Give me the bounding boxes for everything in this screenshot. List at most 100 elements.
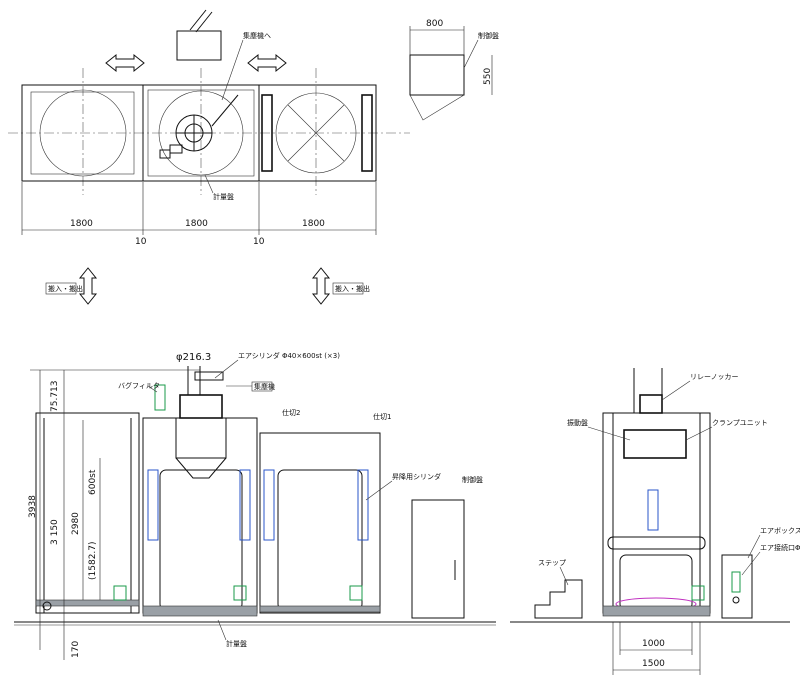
front-view: φ216.3 エアシリンダ Φ40×600st (×3) バグフィルタ 集塵機 …	[14, 351, 496, 660]
side-cylinder	[639, 394, 663, 414]
plan-view: 集塵機へ 計量盤 1800 1800 1800 10 10 800 550 制御…	[8, 9, 499, 305]
plan-collector-leader	[221, 39, 244, 101]
plan-move-arrow-right	[247, 53, 287, 73]
front-cylinder-head	[179, 394, 223, 419]
load-arrow-right	[311, 267, 331, 305]
side-drum	[619, 554, 693, 611]
side-clamp-leader	[685, 426, 713, 441]
plan-drum-3	[275, 92, 357, 174]
plan-collector-label: 集塵機へ	[243, 31, 271, 40]
front-lift-cyl-leader	[365, 480, 393, 501]
front-base-3	[259, 605, 381, 613]
side-step	[534, 579, 583, 619]
side-clamp-unit	[623, 429, 687, 459]
side-step-label: ステップ	[538, 559, 566, 567]
side-cylinder-mid	[647, 489, 659, 531]
front-cyl-2r	[239, 469, 251, 541]
plan-dim-bay1: 1800	[70, 219, 93, 229]
side-air-port	[732, 596, 740, 604]
front-control-panel	[411, 499, 465, 619]
side-frame	[602, 412, 711, 614]
front-dim-713-text: 75.713	[50, 381, 60, 413]
front-collector-box	[251, 381, 273, 392]
front-bag-filter-label: バグフィルタ	[118, 381, 160, 390]
side-relay-leader	[661, 380, 691, 401]
front-lift-cyl: 昇降用シリンダ	[392, 472, 441, 481]
front-cyl-2l	[147, 469, 159, 541]
plan-hood-pipe-2	[195, 11, 213, 33]
side-dim-1500-text: 1500	[642, 659, 665, 669]
front-collector-label: 集塵機	[254, 382, 275, 391]
side-air-box	[721, 554, 753, 619]
front-bag-filter-leader	[147, 385, 158, 393]
side-air-box-label: エアボックス	[760, 527, 800, 535]
front-duct	[194, 371, 224, 381]
plan-bay-2-inner	[147, 89, 255, 177]
front-dim-170-text: 170	[71, 641, 81, 658]
side-guide-leader	[587, 426, 631, 441]
plan-bay-1-inner	[30, 91, 135, 175]
plan-valve-2	[159, 149, 171, 159]
front-frame-3	[259, 432, 381, 614]
plan-control-panel	[409, 54, 465, 96]
plan-drum-2	[158, 90, 244, 176]
side-air-inlet-label: エア接続口Φ16	[760, 543, 800, 552]
plan-panel-dim-depth: 550	[483, 68, 493, 85]
front-motor-2	[233, 585, 247, 601]
plan-bay-3-rail-right	[361, 94, 373, 172]
front-frame-1	[35, 412, 140, 614]
front-diameter: φ216.3	[176, 352, 211, 363]
load-label-right: 搬入・搬出	[335, 284, 370, 293]
side-clamp-label: クランプユニット	[712, 419, 768, 427]
plan-bay-3	[258, 84, 377, 182]
side-air-fitting	[731, 571, 741, 593]
front-base-1	[35, 599, 140, 607]
plan-weigher-leader	[204, 174, 214, 194]
plan-valve	[169, 144, 183, 154]
front-motor-1	[113, 585, 127, 601]
plan-dim-gap2: 10	[253, 237, 265, 247]
side-view: ステップ エアボックス エア接続口Φ16 リレーノッカー 振動盤 クランプユニッ…	[510, 368, 800, 675]
side-step-leader	[559, 566, 569, 586]
front-control-label: 制御盤	[462, 475, 483, 484]
front-air-cylinder: エアシリンダ Φ40×600st (×3)	[238, 351, 340, 360]
load-label-left: 搬入・搬出	[48, 284, 83, 293]
plan-control-panel-leader	[463, 39, 479, 69]
front-hopper-cone	[175, 457, 227, 479]
plan-drum-3-x2	[287, 104, 345, 162]
front-hopper	[175, 417, 227, 459]
front-dim-600-text: 600st	[88, 469, 98, 495]
front-motor-3	[349, 585, 363, 601]
plan-dim-gap1: 10	[135, 237, 147, 247]
side-air-box-leader	[747, 534, 761, 559]
plan-move-arrow-left	[105, 53, 145, 73]
front-weigher-leader	[217, 619, 227, 641]
front-air-cylinder-leader	[214, 359, 239, 379]
side-guide-label: 振動盤	[567, 418, 588, 427]
plan-bay-3-rail-left	[261, 94, 273, 172]
plan-dim-bay2: 1800	[185, 219, 208, 229]
plan-weigher-label: 計量盤	[213, 192, 234, 201]
plan-duct	[211, 94, 239, 127]
front-dim-3938-text: 3938	[28, 495, 38, 518]
front-bag-filter	[154, 384, 166, 411]
side-relay-label: リレーノッカー	[690, 373, 738, 381]
front-weigher-label: 計量盤	[226, 639, 247, 648]
plan-control-panel-door	[409, 94, 465, 121]
side-clamp-bar	[607, 536, 706, 550]
front-divider1: 仕切1	[373, 412, 391, 421]
side-air-inlet-leader	[741, 551, 761, 576]
plan-drum-1	[39, 89, 127, 177]
load-label-box-right	[332, 282, 364, 295]
front-wheel-1a	[42, 601, 52, 611]
front-drum-3	[277, 469, 363, 611]
front-base-2	[142, 605, 258, 617]
plan-control-panel-label: 制御盤	[478, 31, 499, 40]
front-dim-3150-text: 3 150	[50, 519, 60, 545]
side-motor	[691, 585, 705, 601]
load-arrow-left	[78, 267, 98, 305]
side-dim-1000-text: 1000	[642, 639, 665, 649]
front-drum-2	[159, 469, 243, 611]
front-cyl-3r	[357, 469, 369, 541]
